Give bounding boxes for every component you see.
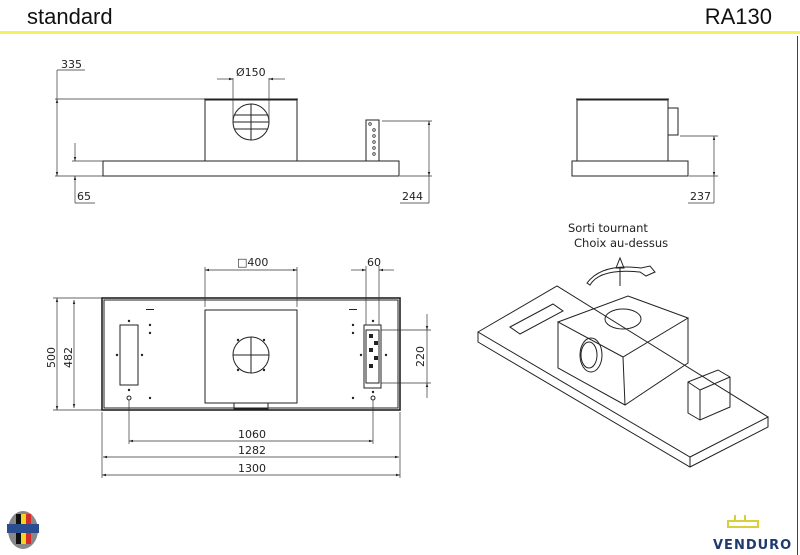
header-rule [0, 31, 800, 34]
motor-box [204, 99, 298, 162]
control-panel-plan [363, 324, 382, 389]
side-view: 237 [571, 98, 718, 204]
dim-width-inner: 1282 [238, 444, 266, 457]
page-border [797, 36, 798, 555]
isometric-view: Sorti tournant Choix au-dessus [477, 221, 770, 468]
dim-side-height: 237 [690, 190, 711, 203]
belgian-quality-badge [7, 511, 39, 549]
dim-panel-height: 244 [402, 190, 423, 203]
dim-hole-spacing: 1060 [238, 428, 266, 441]
plan-view: □400 60 220 500 482 1060 1282 1300 [45, 256, 431, 478]
control-panel [365, 119, 380, 162]
brand-name: VENDURO [713, 538, 792, 553]
model-code: RA130 [704, 4, 772, 29]
dim-panel-length: 220 [414, 346, 427, 367]
dim-depth-outer: 500 [45, 347, 58, 368]
note-line-1: Sorti tournant [568, 221, 648, 235]
dim-box-square: □400 [237, 256, 268, 269]
page-title: standard [27, 4, 113, 29]
dim-overall-height: 335 [61, 58, 82, 71]
venduro-logo: VENDURO [713, 515, 792, 553]
front-view: Ø150 335 65 244 [55, 58, 432, 204]
base-plate [102, 160, 400, 177]
dim-width-outer: 1300 [238, 462, 266, 475]
note-line-2: Choix au-dessus [574, 236, 668, 250]
dim-plate-height: 65 [77, 190, 91, 203]
filter-slot [119, 324, 139, 386]
dim-depth-inner: 482 [62, 347, 75, 368]
dim-panel-width: 60 [367, 256, 381, 269]
dim-duct-diameter: Ø150 [236, 66, 266, 79]
